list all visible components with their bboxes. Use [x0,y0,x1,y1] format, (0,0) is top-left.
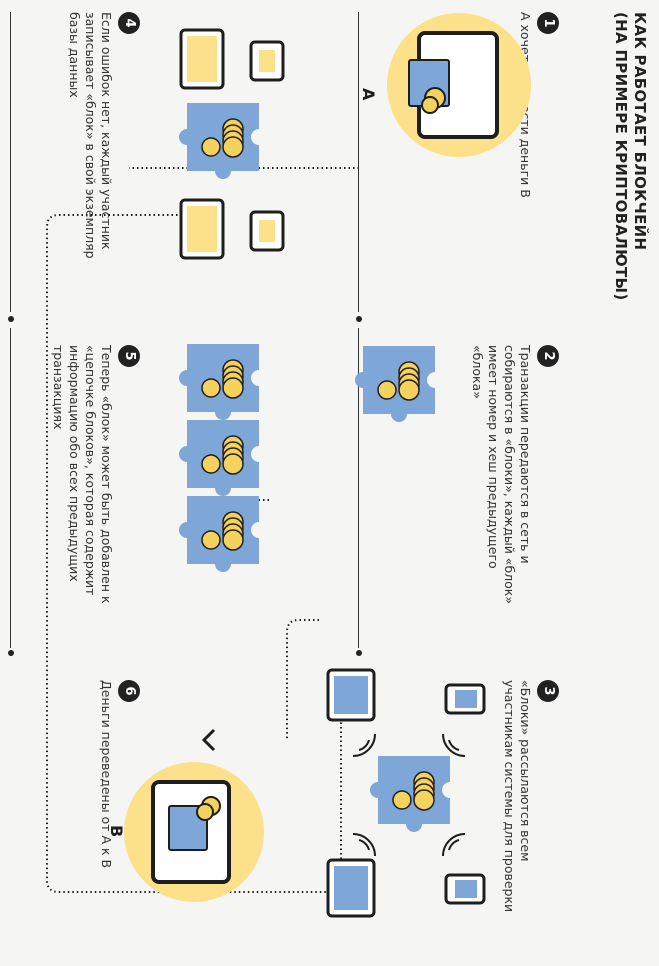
arrow-down-icon [201,728,216,752]
sender-label: А [359,88,378,101]
puzzle-block-icon [354,345,436,423]
wallet-icon [168,796,221,851]
receiver-illustration: В [107,762,264,902]
signal-waves-icon [352,733,466,857]
puzzle-block-icon [178,419,260,497]
receiver-label: В [107,825,126,837]
flow-path [286,619,319,740]
puzzle-block-icon [178,343,260,421]
phone-icon [249,210,285,252]
puzzle-block-icon [369,755,451,833]
tablet-icon [326,668,376,722]
phone-icon [444,683,486,715]
sender-illustration: А [359,13,531,157]
puzzle-block-icon [178,495,260,573]
tablet-icon [179,198,225,260]
puzzle-block-icon [178,102,260,180]
tablet-icon [326,858,376,918]
phone-icon [249,40,285,82]
tablet-icon [179,28,225,90]
wallet-icon [408,59,450,114]
phone-icon [444,873,486,905]
